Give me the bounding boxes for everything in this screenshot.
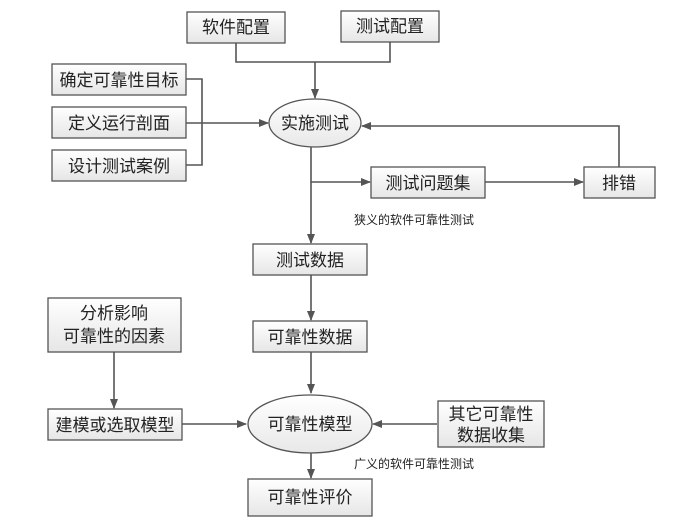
edge-reliability-goal <box>186 78 203 166</box>
narrow-scope-annotation: 狭义的软件可靠性测试 <box>354 212 474 227</box>
edge-software-config <box>235 43 315 63</box>
edge-run-tests-to-issues <box>310 147 371 186</box>
node-build-model-label: 建模或选取模型 <box>56 416 175 436</box>
node-software-config: 软件配置 <box>186 11 286 44</box>
node-operational-profile: 定义运行剖面 <box>51 106 187 139</box>
node-test-issues-label: 测试问题集 <box>386 174 471 194</box>
node-run-tests: 实施测试 <box>268 98 362 148</box>
node-reliability-goal: 确定可靠性目标 <box>51 63 187 96</box>
node-reliability-model-label: 可靠性模型 <box>268 415 353 435</box>
node-test-data-label: 测试数据 <box>276 251 344 271</box>
edges <box>110 42 620 479</box>
node-reliability-data-label: 可靠性数据 <box>268 328 353 348</box>
edge-debugging-to-run-tests <box>361 122 620 167</box>
node-analyze-factors: 分析影响 可靠性的因素 <box>47 297 182 353</box>
edge-test-config <box>315 42 391 63</box>
node-other-data-line2: 数据收集 <box>457 426 525 446</box>
node-test-cases-label: 设计测试案例 <box>68 157 170 177</box>
node-reliability-data: 可靠性数据 <box>252 320 368 353</box>
node-reliability-goal-label: 确定可靠性目标 <box>60 71 179 91</box>
node-test-cases: 设计测试案例 <box>51 149 187 182</box>
node-test-config-label: 测试配置 <box>356 17 424 37</box>
node-operational-profile-label: 定义运行剖面 <box>68 114 170 134</box>
node-other-data-line1: 其它可靠性 <box>449 405 534 425</box>
node-build-model: 建模或选取模型 <box>47 408 183 441</box>
node-test-config: 测试配置 <box>340 10 440 43</box>
node-reliability-eval: 可靠性评价 <box>247 478 373 517</box>
node-software-config-label: 软件配置 <box>202 18 270 38</box>
node-debugging: 排错 <box>583 166 656 199</box>
node-other-data: 其它可靠性 数据收集 <box>437 400 545 448</box>
node-test-data: 测试数据 <box>252 243 368 276</box>
node-analyze-factors-line1: 分析影响 <box>80 304 148 324</box>
node-run-tests-label: 实施测试 <box>281 114 349 134</box>
broad-scope-annotation: 广义的软件可靠性测试 <box>354 456 474 471</box>
node-analyze-factors-line2: 可靠性的因素 <box>63 327 165 347</box>
node-reliability-eval-label: 可靠性评价 <box>268 488 353 508</box>
node-debugging-label: 排错 <box>602 174 636 194</box>
node-reliability-model: 可靠性模型 <box>247 394 373 454</box>
node-test-issues: 测试问题集 <box>370 166 486 199</box>
